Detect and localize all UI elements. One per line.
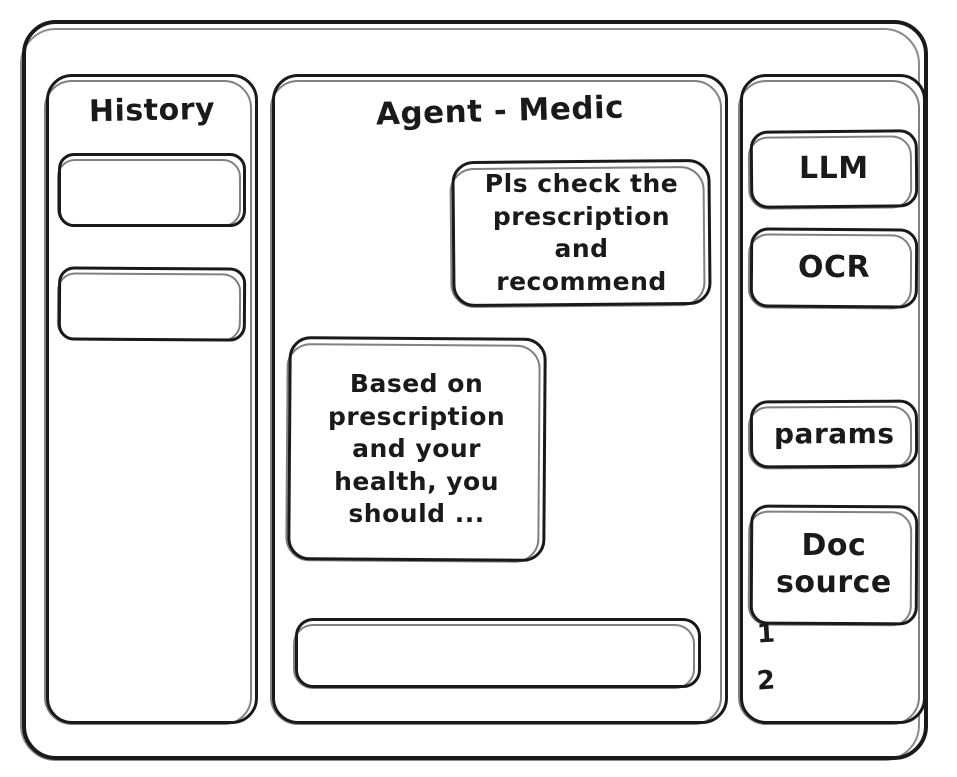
message-input[interactable] <box>298 621 698 685</box>
doc-source-list-item[interactable]: 2 <box>756 664 777 698</box>
tool-button-ocr-label: OCR <box>798 250 870 287</box>
tool-button-llm[interactable]: LLM <box>750 129 919 208</box>
tool-button-llm-label: LLM <box>799 151 869 188</box>
doc-source-list-item[interactable]: 1 <box>756 618 776 652</box>
history-list-item[interactable] <box>58 266 246 341</box>
user-message-bubble: Pls check the prescription and recommend <box>451 159 711 307</box>
tool-button-ocr[interactable]: OCR <box>750 227 919 308</box>
user-message-text: Pls check the prescription and recommend <box>469 168 694 298</box>
tool-button-params-label: params <box>774 417 894 451</box>
tool-button-params[interactable]: params <box>750 400 918 469</box>
tool-button-doc-source-label: Doc source <box>776 528 892 601</box>
agent-message-text: Based on prescription and your health, y… <box>328 368 505 531</box>
tool-button-doc-source[interactable]: Doc source <box>750 505 919 626</box>
agent-message-bubble: Based on prescription and your health, y… <box>287 336 547 562</box>
history-panel-title: History <box>46 90 259 132</box>
message-composer[interactable] <box>295 618 701 688</box>
history-list-item[interactable] <box>58 153 246 227</box>
